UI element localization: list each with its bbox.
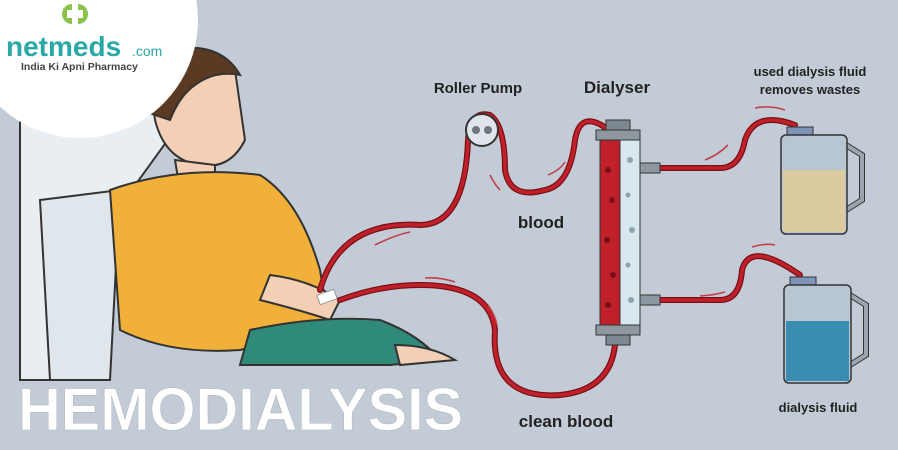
dialyser — [595, 119, 661, 346]
label-roller-pump: Roller Pump — [434, 80, 522, 97]
label-blood: blood — [518, 213, 564, 232]
logo-brand: netmeds — [6, 31, 121, 62]
label-dialyser: Dialyser — [584, 78, 651, 97]
fresh-fluid-jug — [783, 276, 869, 384]
page-title: HEMODIALYSIS — [18, 376, 463, 443]
label-clean-blood: clean blood — [519, 412, 613, 431]
netmeds-logo: netmeds .com India Ki Apni Pharmacy — [0, 0, 198, 138]
label-used-fluid-2: removes wastes — [760, 82, 860, 97]
logo-tagline: India Ki Apni Pharmacy — [21, 61, 138, 73]
used-fluid-jug — [780, 126, 865, 235]
flow-arrows — [374, 106, 786, 326]
roller-pump — [465, 113, 499, 147]
plus-cross-icon — [78, 4, 88, 24]
label-used-fluid-1: used dialysis fluid — [754, 64, 867, 79]
logo-suffix: .com — [132, 43, 162, 59]
patient-shirt — [108, 171, 332, 352]
patient-hand — [393, 343, 459, 367]
label-dialysis-fluid: dialysis fluid — [779, 400, 858, 415]
